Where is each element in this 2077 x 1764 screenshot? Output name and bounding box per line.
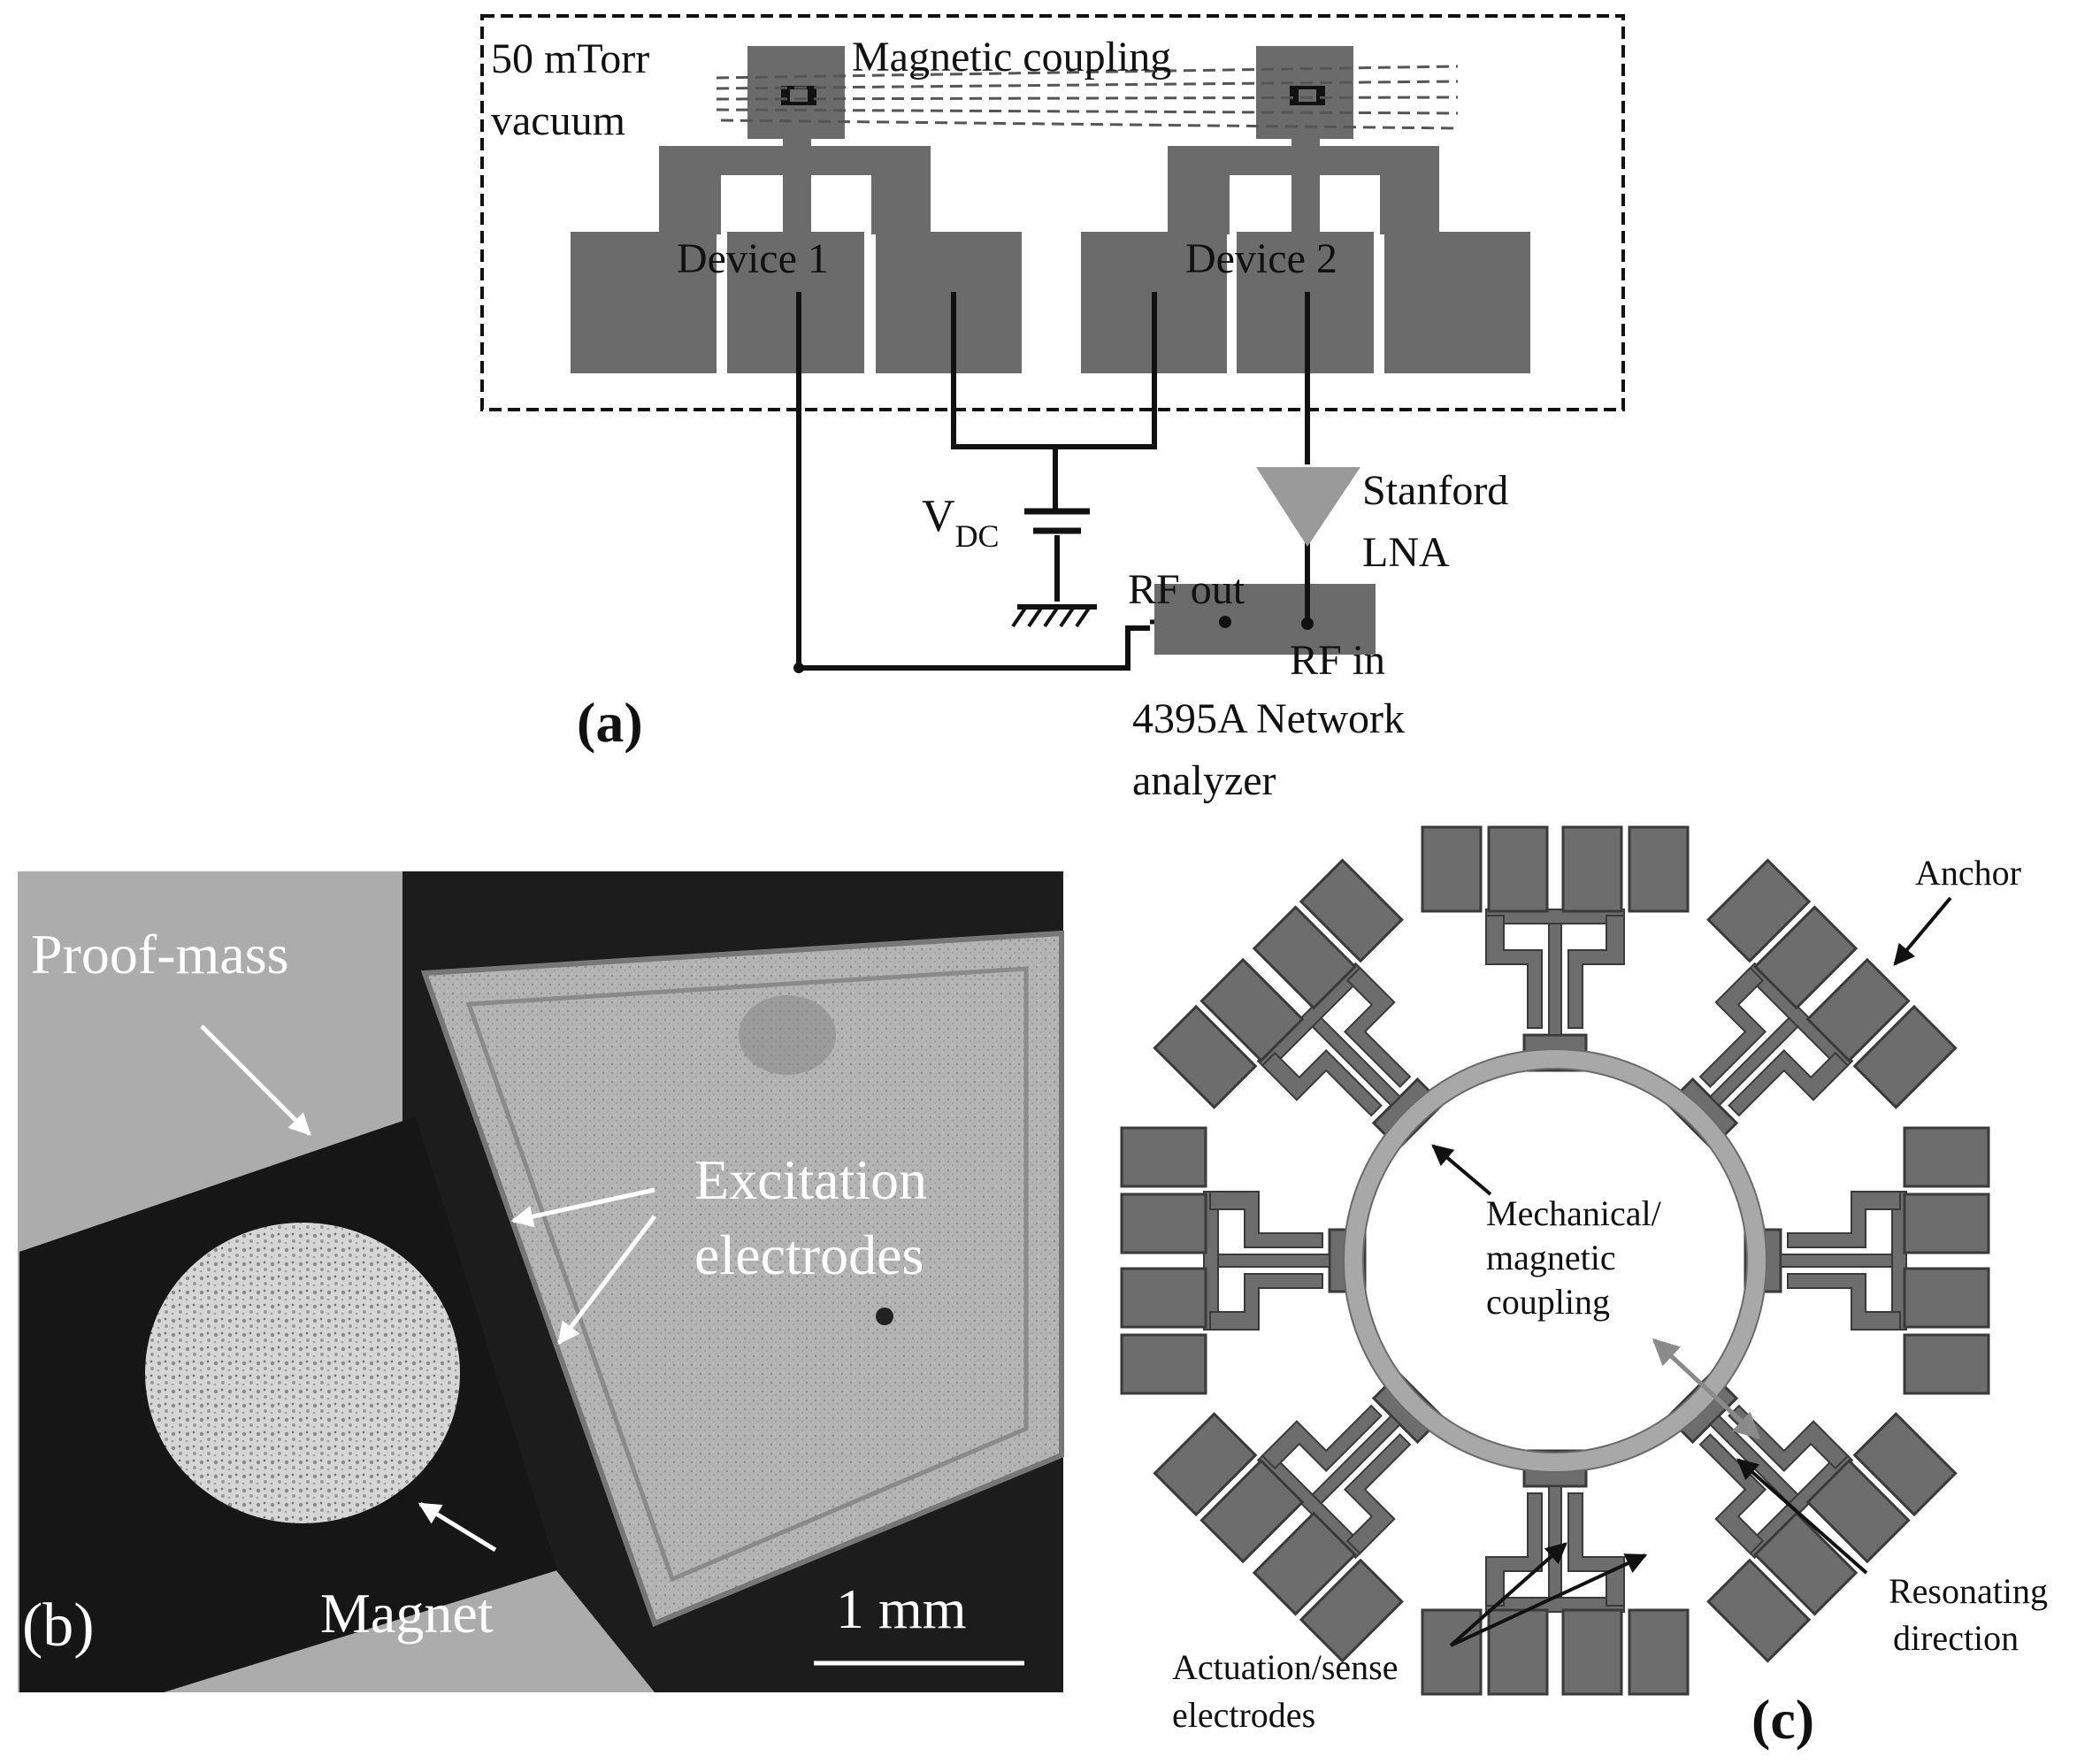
vdc-label: VDC bbox=[922, 491, 1000, 554]
rf-in-label: RF in bbox=[1290, 637, 1385, 684]
panel-b-label: (b) bbox=[22, 1591, 95, 1660]
magnetic-coupling-lines bbox=[716, 65, 1459, 130]
actuation-arrow-left bbox=[1449, 1542, 1567, 1647]
rf-out-label: RF out bbox=[1128, 566, 1245, 613]
excitation-arrow-upper bbox=[510, 1187, 655, 1228]
coupling-label-line1: Mechanical/ bbox=[1486, 1193, 1662, 1233]
vacuum-label-line2: vacuum bbox=[491, 97, 625, 144]
panel-c-label: (c) bbox=[1751, 1688, 1814, 1751]
panel-a-label: (a) bbox=[577, 691, 643, 754]
anchor-arrow bbox=[1893, 896, 1952, 966]
resonating-arrow-head bbox=[1652, 1338, 1718, 1400]
resonating-pointer bbox=[1736, 1458, 1868, 1575]
electrodes-label-line1: Actuation/sense bbox=[1172, 1647, 1399, 1687]
proof-mass-label: Proof-mass bbox=[31, 923, 289, 986]
coupling-arrow bbox=[1431, 1144, 1492, 1196]
anchor-label: Anchor bbox=[1915, 853, 2021, 893]
network-analyzer-box bbox=[1154, 584, 1376, 655]
electrodes-label-line2: electrodes bbox=[1172, 1695, 1315, 1735]
magnet-arrow bbox=[418, 1501, 497, 1553]
coupling-ring bbox=[1344, 1049, 1767, 1472]
excitation-label-line2: electrodes bbox=[694, 1223, 924, 1286]
scale-bar-label: 1 mm bbox=[836, 1577, 967, 1640]
analyzer-label-line2: analyzer bbox=[1132, 757, 1276, 804]
analyzer-label-line1: 4395A Network bbox=[1132, 695, 1405, 742]
excitation-electrode-block bbox=[420, 930, 1064, 1627]
resonating-label-line1: Resonating bbox=[1889, 1571, 2048, 1611]
resonating-label-line2: direction bbox=[1893, 1618, 2019, 1658]
resonating-arrow-tail bbox=[1714, 1396, 1761, 1440]
vacuum-label-line1: 50 mTorr bbox=[491, 35, 649, 82]
panel-b: Proof-mass Excitation electrodes Magnet … bbox=[18, 871, 1064, 1692]
vacuum-chamber-box bbox=[480, 14, 1625, 411]
device-2-layout bbox=[1081, 46, 1530, 373]
lna-label-line2: LNA bbox=[1362, 529, 1450, 576]
excitation-arrow-lower bbox=[557, 1215, 656, 1345]
coupling-label-line2: magnetic bbox=[1486, 1238, 1616, 1277]
magnetic-coupling-label: Magnetic coupling bbox=[852, 34, 1171, 81]
lna-label-line1: Stanford bbox=[1362, 467, 1508, 514]
device-2-label: Device 2 bbox=[1185, 235, 1337, 282]
proof-mass-arrow bbox=[200, 1024, 311, 1136]
device-1-layout bbox=[571, 46, 1022, 373]
magnet-disk bbox=[145, 1223, 460, 1523]
panel-a: 50 mTorr vacuum Magnetic coupling Device… bbox=[480, 14, 1625, 804]
excitation-label-line1: Excitation bbox=[694, 1148, 927, 1211]
actuation-arrow-right bbox=[1450, 1553, 1648, 1647]
excitation-inner-frame bbox=[465, 966, 1029, 1583]
residue-spot bbox=[739, 995, 836, 1075]
panel-c: Anchor Mechanical/ magnetic coupling Act… bbox=[1120, 825, 2048, 1751]
lna-amplifier-icon bbox=[1256, 467, 1360, 547]
magnet-label: Magnet bbox=[320, 1582, 494, 1645]
coupling-label-line3: coupling bbox=[1486, 1282, 1610, 1322]
device-1-label: Device 1 bbox=[677, 235, 829, 282]
